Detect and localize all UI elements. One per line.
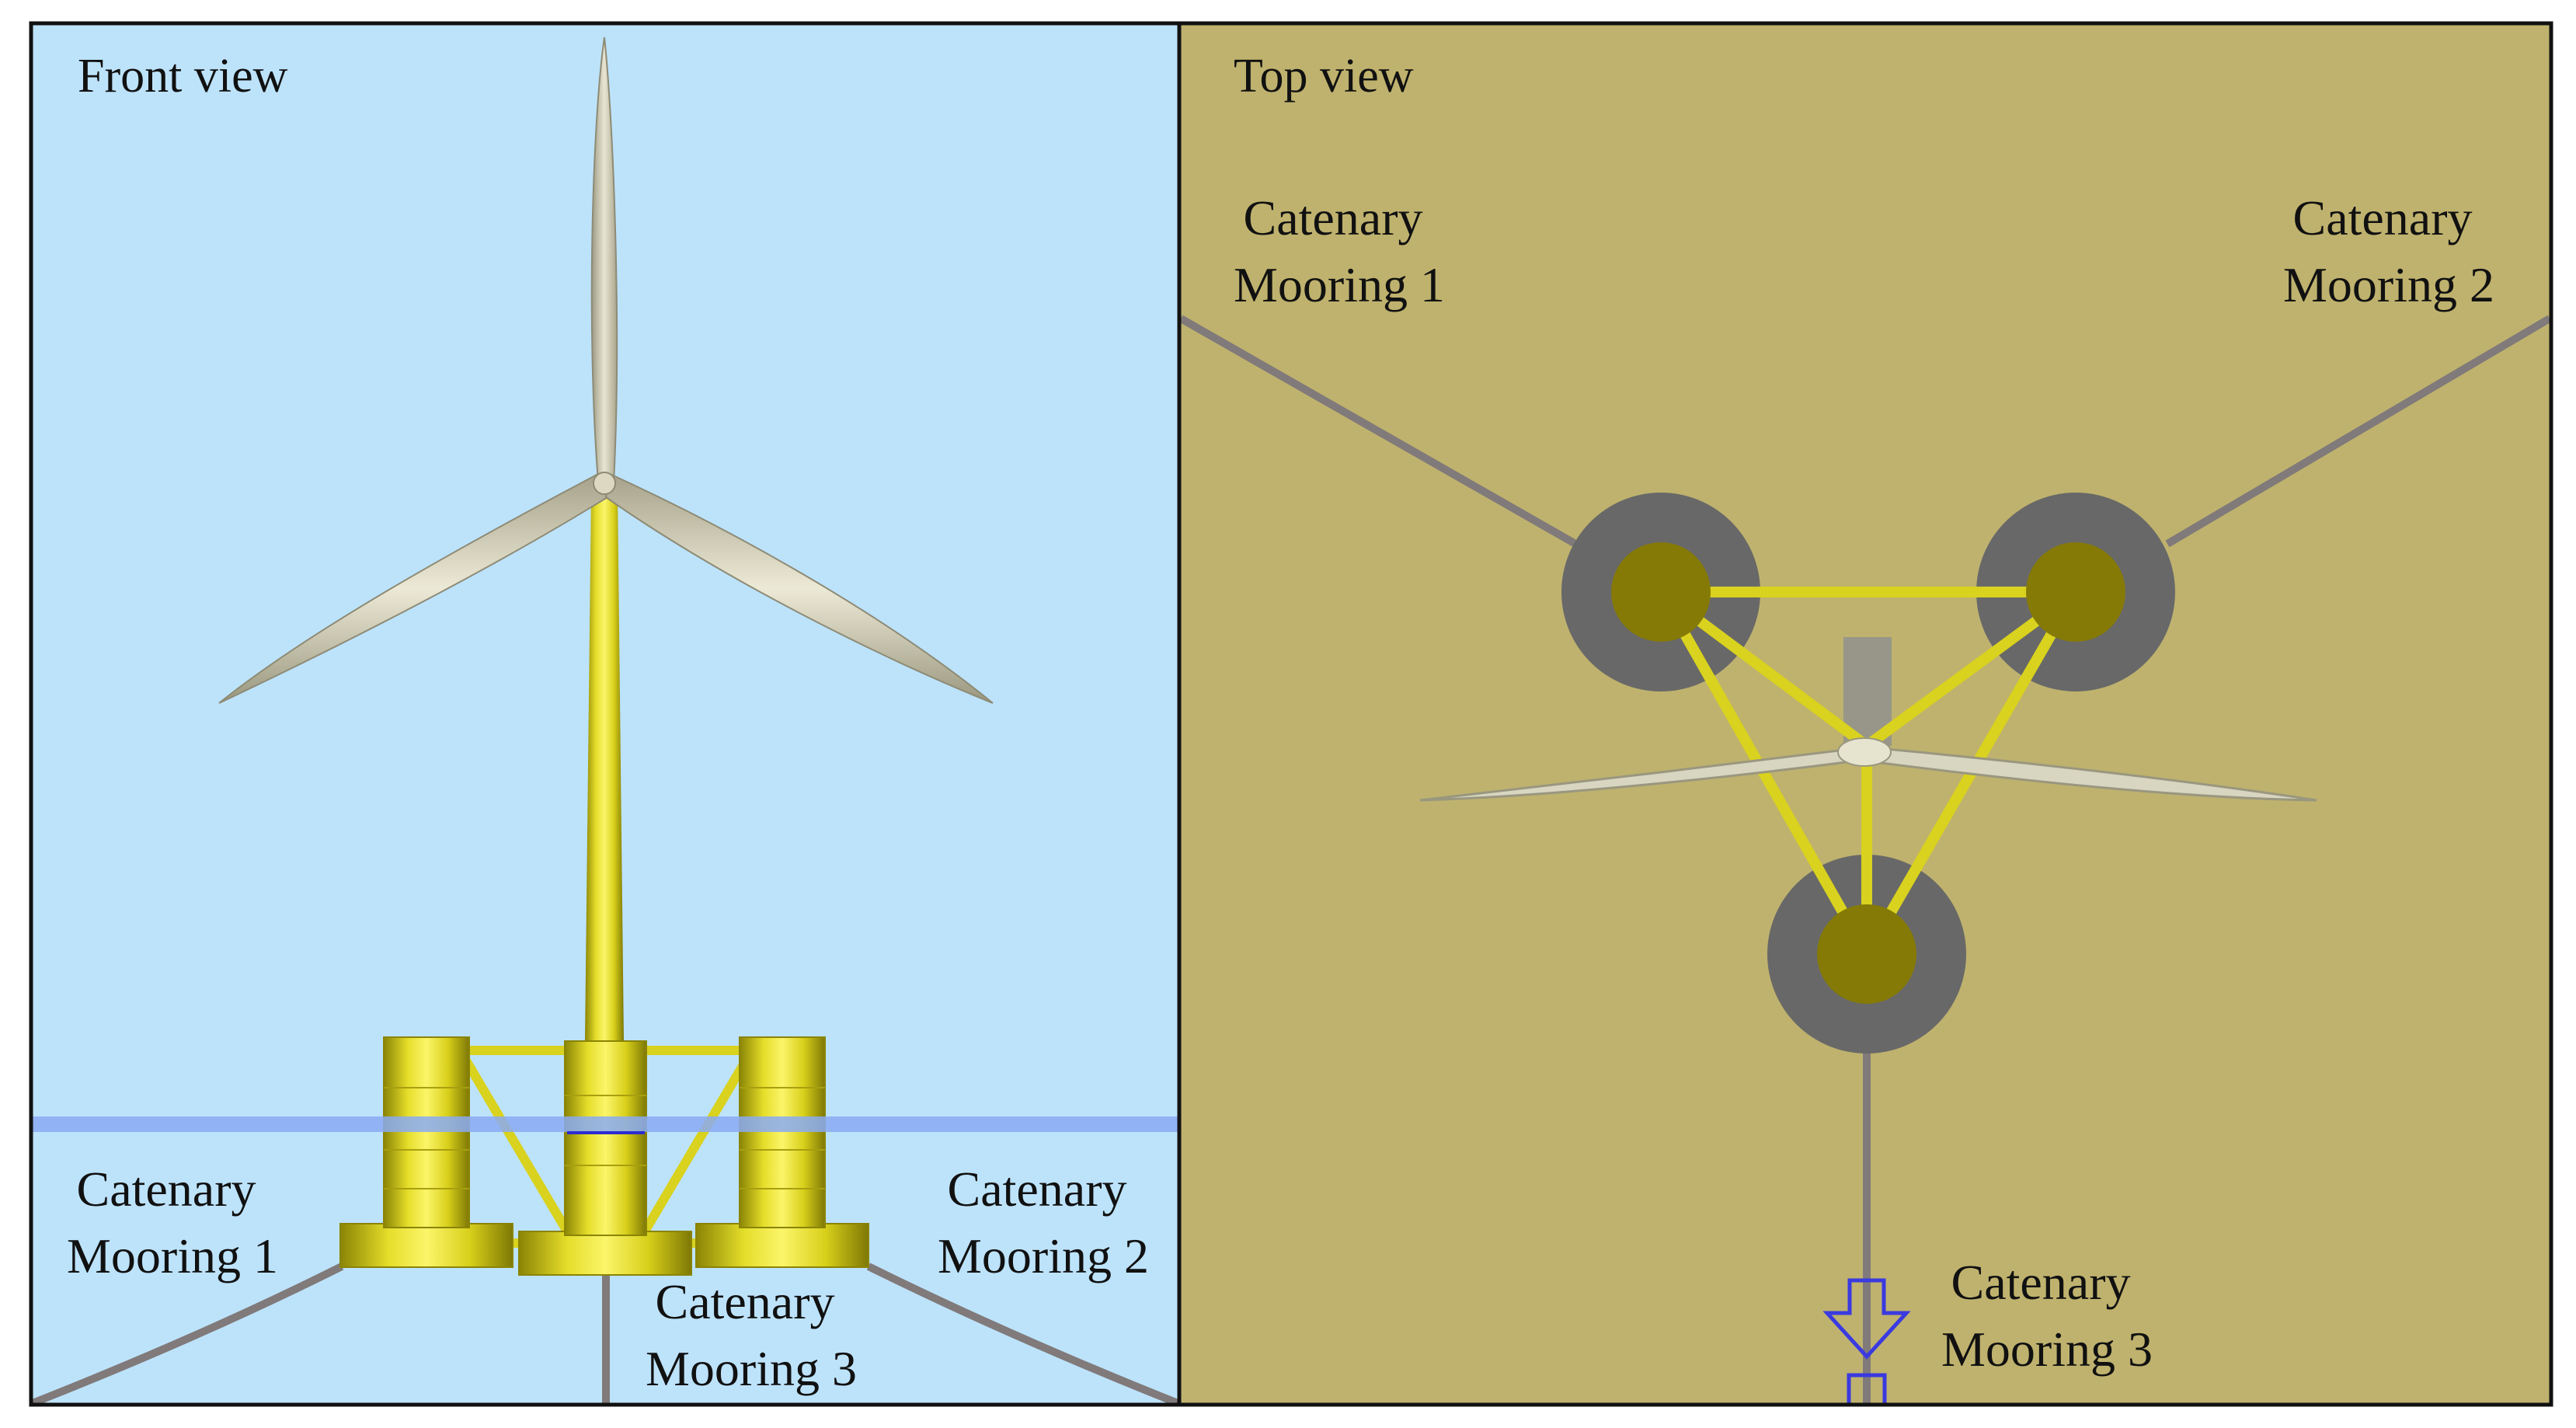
front-mooring-line-2 (866, 1263, 1179, 1407)
front-view-title: Front view (78, 50, 288, 103)
column-left (339, 1036, 513, 1268)
wave-direction-arrow (1822, 1278, 1911, 1405)
column-center (518, 1040, 692, 1276)
top-blade-left (1419, 746, 1866, 802)
top-mooring-3-label: Catenary Mooring 3 (1941, 1255, 2153, 1377)
front-view-panel: Front view Catenary Mooring 1 Catenary M… (31, 23, 1179, 1407)
top-mooring-1-label: Catenary Mooring 1 (1234, 190, 1445, 312)
top-column-2 (2026, 542, 2125, 642)
top-column-1 (1611, 542, 1711, 642)
blade-up (590, 37, 618, 482)
column-right (695, 1036, 869, 1268)
top-mooring-line-1 (1178, 315, 1578, 548)
front-mooring-2-label: Catenary Mooring 2 (938, 1162, 1149, 1283)
top-view-title: Top view (1234, 50, 1414, 103)
figure-border (29, 21, 2553, 1407)
blade-right (604, 472, 994, 704)
water-line (31, 1116, 1179, 1132)
top-hub (1837, 737, 1892, 767)
blade-left (218, 472, 609, 704)
front-mooring-1-label: Catenary Mooring 1 (67, 1162, 278, 1283)
top-mooring-2-label: Catenary Mooring 2 (2283, 190, 2494, 312)
front-mooring-3-label: Catenary Mooring 3 (646, 1274, 857, 1396)
front-mooring-line-1 (31, 1263, 344, 1407)
front-rotor (218, 37, 994, 704)
tower (585, 489, 624, 1041)
top-column-3 (1817, 904, 1916, 1004)
top-blade-right (1868, 746, 2317, 802)
hub (593, 472, 616, 495)
top-rotor (1419, 737, 2317, 802)
top-mooring-line-2 (2165, 315, 2552, 548)
top-view-panel: Top view Catenary Mooring 1 Catenary Moo… (1178, 23, 2552, 1405)
